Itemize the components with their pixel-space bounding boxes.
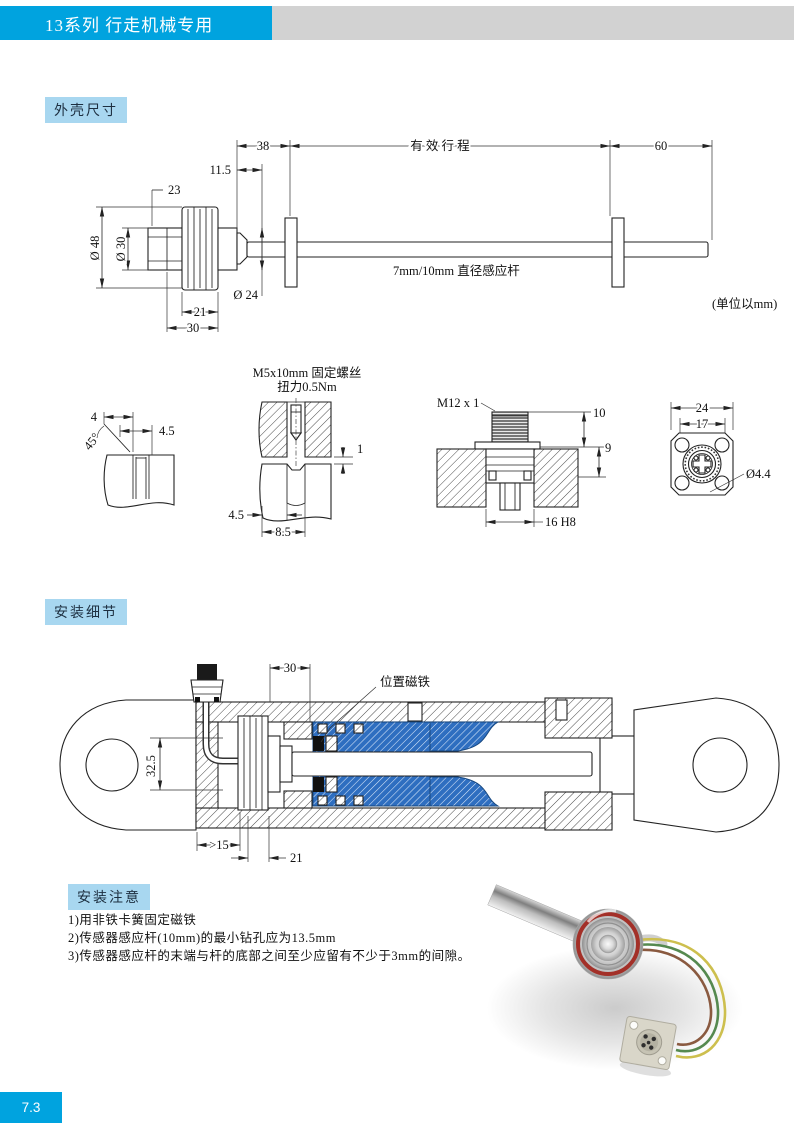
o-ring bbox=[576, 912, 640, 976]
position-magnet bbox=[313, 736, 324, 751]
dim-dia24-label: Ø 24 bbox=[233, 288, 258, 302]
sensor-body-profile bbox=[147, 206, 709, 291]
cyl-dim-min15: >15 bbox=[209, 838, 229, 852]
sensing-rod bbox=[291, 751, 593, 777]
unit-note: (单位以mm) bbox=[712, 296, 777, 311]
detail-m12-connector-section: M12 x 1 16 H8 10 bbox=[435, 394, 612, 530]
screw-dim-1: 1 bbox=[357, 442, 363, 456]
header-series-tab: 13系列 行走机械专用 bbox=[0, 6, 272, 40]
rod-diameter-label: 7mm/10mm 直径感应杆 bbox=[393, 263, 520, 278]
flange-hole-dia-label: Ø4.4 bbox=[746, 467, 771, 481]
chamfer-angle-label: 45° bbox=[81, 430, 103, 452]
cylinder-section-drawing: 30 位置磁铁 32.5 >15 21 bbox=[59, 659, 780, 867]
rod-tube bbox=[599, 735, 639, 795]
flange-dim-17: 17 bbox=[696, 417, 709, 431]
photo-cable bbox=[632, 934, 727, 1059]
position-magnet bbox=[313, 777, 324, 792]
dim-stroke-label: 有 效 行 程 bbox=[410, 138, 470, 153]
note-item: 1)用非铁卡簧固定磁铁 bbox=[68, 913, 197, 927]
flange-dim-24: 24 bbox=[696, 401, 709, 415]
photo-flange-disc bbox=[572, 908, 644, 980]
dim-38-label: 38 bbox=[257, 139, 270, 153]
dim-11-5-label: 11.5 bbox=[210, 163, 231, 177]
dim-21-label: 21 bbox=[194, 305, 207, 319]
cyl-dim-32-5: 32.5 bbox=[144, 755, 158, 777]
detail-chamfer-groove: 4 45° 4.5 bbox=[79, 408, 176, 508]
cyl-dim-30: 30 bbox=[284, 661, 297, 675]
section-title-notes: 安装注意 bbox=[68, 884, 150, 910]
internal-sensor bbox=[237, 715, 293, 811]
header-gray-bar bbox=[272, 6, 794, 40]
photo-connector bbox=[619, 1015, 677, 1077]
note-item: 2)传感器感应杆(10mm)的最小钻孔应为13.5mm bbox=[68, 931, 337, 945]
detail-flange-face: 24 17 Ø4.4 bbox=[670, 399, 773, 496]
magnet-callout-label: 位置磁铁 bbox=[380, 674, 431, 689]
install-notes-list: 1)用非铁卡簧固定磁铁 2)传感器感应杆(10mm)的最小钻孔应为13.5mm … bbox=[68, 911, 471, 965]
dim-60-label: 60 bbox=[655, 139, 668, 153]
section-title-mounting: 安装细节 bbox=[45, 599, 127, 625]
magnet-ring bbox=[284, 217, 298, 288]
detail-set-screw: M5x10mm 固定螺丝 扭力0.5Nm 1 4.5 bbox=[227, 363, 365, 540]
cylinder-dimensions: 30 位置磁铁 32.5 >15 21 bbox=[142, 659, 432, 866]
page-title: 13系列 行走机械专用 bbox=[45, 15, 214, 35]
product-photo bbox=[487, 884, 743, 1077]
outline-drawing: 38 有 效 行 程 60 11.5 23 Ø 48 Ø 30 Ø 24 21 … bbox=[86, 136, 778, 336]
bore-dim-16h8: 16 H8 bbox=[545, 515, 576, 529]
dim-23-label: 23 bbox=[168, 183, 181, 197]
screw-dim-4-5: 4.5 bbox=[228, 508, 244, 522]
dim-dia30-label: Ø 30 bbox=[114, 237, 128, 262]
section-title-housing: 外壳尺寸 bbox=[45, 97, 127, 123]
thread-spec-label: M12 x 1 bbox=[437, 396, 479, 410]
note-item: 3)传感器感应杆的末端与杆的底部之间至少应留有不少于3mm的间隙。 bbox=[68, 949, 471, 963]
screw-dim-8-5: 8.5 bbox=[275, 525, 291, 539]
chamfer-dim-4: 4 bbox=[91, 410, 98, 424]
dim-9-label: 9 bbox=[605, 441, 611, 455]
photo-shadow bbox=[487, 946, 743, 1070]
dim-dia48-label: Ø 48 bbox=[88, 236, 102, 261]
chamfer-dim-4-5: 4.5 bbox=[159, 424, 175, 438]
cyl-dim-21: 21 bbox=[290, 851, 303, 865]
outline-dimensions: 38 有 效 行 程 60 11.5 23 Ø 48 Ø 30 Ø 24 21 … bbox=[86, 136, 778, 336]
page-number: 7.3 bbox=[21, 1100, 41, 1115]
top-connector bbox=[190, 664, 224, 703]
gland bbox=[544, 697, 613, 739]
sensing-rod bbox=[246, 241, 709, 258]
magnet-ring bbox=[611, 217, 625, 288]
dim-10-label: 10 bbox=[593, 406, 606, 420]
detail-drawings: 4 45° 4.5 M5x10mm 固定螺丝 扭力0.5Nm 1 bbox=[79, 363, 773, 540]
screw-title-line2: 扭力0.5Nm bbox=[277, 380, 337, 394]
dim-30-label: 30 bbox=[187, 321, 200, 335]
screw-title-line1: M5x10mm 固定螺丝 bbox=[253, 365, 362, 380]
footer-page-tab: 7.3 bbox=[0, 1092, 62, 1123]
